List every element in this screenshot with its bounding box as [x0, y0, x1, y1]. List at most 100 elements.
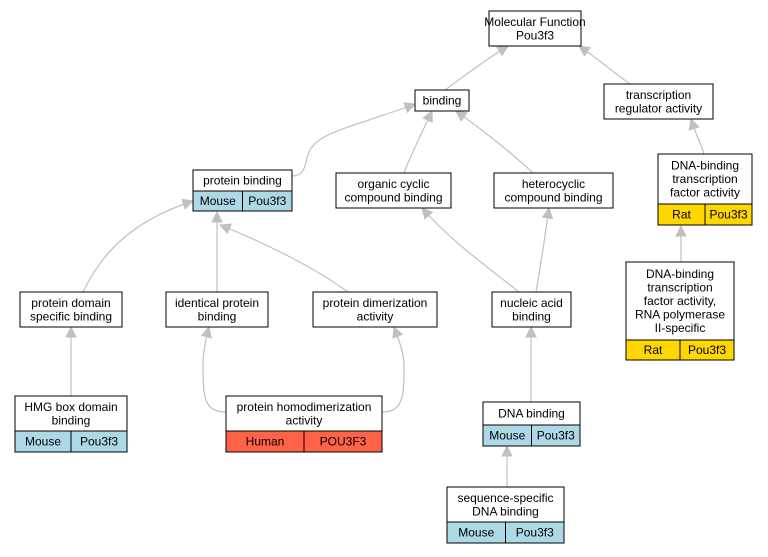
node-label: binding — [198, 309, 237, 323]
node-label: binding — [512, 309, 551, 323]
arrowhead-icon — [675, 224, 687, 237]
node-label: factor activity — [670, 186, 740, 200]
node-label: compound binding — [344, 190, 442, 204]
node-label: regulator activity — [615, 101, 702, 115]
arrowhead-icon — [496, 45, 509, 57]
edge-line — [381, 326, 405, 413]
gene-label: Pou3f3 — [80, 435, 118, 449]
node-box — [335, 172, 452, 209]
node-label: transcription — [626, 88, 691, 102]
node-label: specific binding — [30, 309, 112, 323]
arrowhead-icon — [525, 325, 537, 338]
arrowhead-icon — [578, 45, 591, 57]
edge-protein_binding-to-binding — [291, 102, 417, 177]
edge-transcription_regulator_activity-to-molecular_function — [578, 45, 631, 85]
node-box — [414, 89, 470, 112]
node-label: DNA-binding — [646, 267, 714, 281]
edge-line — [202, 326, 227, 413]
node-binding[interactable]: binding — [414, 89, 470, 112]
node-label: activity — [286, 413, 323, 427]
edge-hmg_box_domain_binding-to-protein_domain_specific_binding — [65, 325, 77, 396]
node-box — [493, 172, 614, 209]
edge-line — [535, 207, 550, 293]
arrowhead-icon — [422, 109, 433, 123]
edge-dna_binding_transcription_factor_activity-to-transcription_regulator_activity — [688, 117, 705, 155]
node-box — [491, 291, 572, 328]
node-label: binding — [423, 94, 462, 108]
gene-label: Pou3f3 — [516, 526, 554, 540]
node-label: activity — [357, 309, 394, 323]
edge-protein_homodimerization_activity-to-protein_dimerization_activity — [381, 325, 405, 413]
species-label: Rat — [672, 208, 691, 222]
node-box — [488, 10, 582, 47]
arrowhead-icon — [211, 210, 223, 223]
arrowhead-icon — [403, 102, 417, 114]
node-label: compound binding — [504, 190, 602, 204]
edge-line — [219, 224, 349, 293]
node-label: protein homodimerization — [237, 400, 372, 414]
edge-layer — [65, 45, 705, 487]
edge-protein_homodimerization_activity-to-identical_protein_binding — [200, 325, 227, 413]
node-label: protein binding — [203, 174, 282, 188]
node-label: DNA binding — [472, 504, 539, 518]
node-box — [312, 291, 438, 328]
node-label: transcription — [672, 172, 737, 186]
arrowhead-icon — [421, 207, 434, 220]
gene-label: POU3F3 — [320, 435, 367, 449]
species-label: Mouse — [200, 194, 236, 208]
edge-line — [82, 200, 194, 293]
edge-line — [421, 207, 520, 293]
gene-label: Pou3f3 — [248, 194, 286, 208]
node-label: nucleic acid — [500, 296, 563, 310]
node-label: II-specific — [655, 321, 706, 335]
arrowhead-icon — [181, 198, 195, 210]
species-label: Mouse — [489, 429, 525, 443]
node-label: DNA binding — [498, 407, 565, 421]
arrowhead-icon — [200, 325, 212, 339]
node-label: protein domain — [31, 296, 110, 310]
species-label: Mouse — [458, 526, 494, 540]
edge-identical_protein_binding-to-protein_binding — [211, 210, 223, 292]
gene-label: Pou3f3 — [688, 343, 726, 357]
node-label: transcription — [647, 281, 712, 295]
edge-line — [455, 110, 534, 174]
arrowhead-icon — [455, 110, 468, 122]
arrowhead-icon — [501, 444, 513, 457]
species-label: Mouse — [25, 435, 61, 449]
node-label: DNA-binding — [671, 159, 739, 173]
node-label: organic cyclic — [357, 177, 429, 191]
node-label: identical protein — [175, 296, 259, 310]
node-box — [625, 261, 735, 341]
node-label: HMG box domain — [24, 400, 117, 414]
gene-label: Pou3f3 — [537, 429, 575, 443]
edge-protein_domain_specific_binding-to-protein_binding — [82, 198, 195, 293]
node-box — [603, 83, 714, 120]
node-box — [19, 291, 123, 328]
arrowhead-icon — [218, 223, 232, 235]
arrowhead-icon — [541, 206, 554, 220]
node-box — [225, 395, 383, 432]
edge-dna_binding_tf_activity_rna_pol_ii_specific-to-dna_binding_transcription_factor_activity — [675, 224, 687, 262]
edge-nucleic_acid_binding-to-organic_cyclic_compound_binding — [421, 207, 520, 293]
edge-line — [291, 103, 416, 177]
node-label: protein dimerization — [323, 296, 428, 310]
edge-nucleic_acid_binding-to-heterocyclic_compound_binding — [535, 206, 554, 293]
node-label: Pou3f3 — [516, 28, 554, 42]
